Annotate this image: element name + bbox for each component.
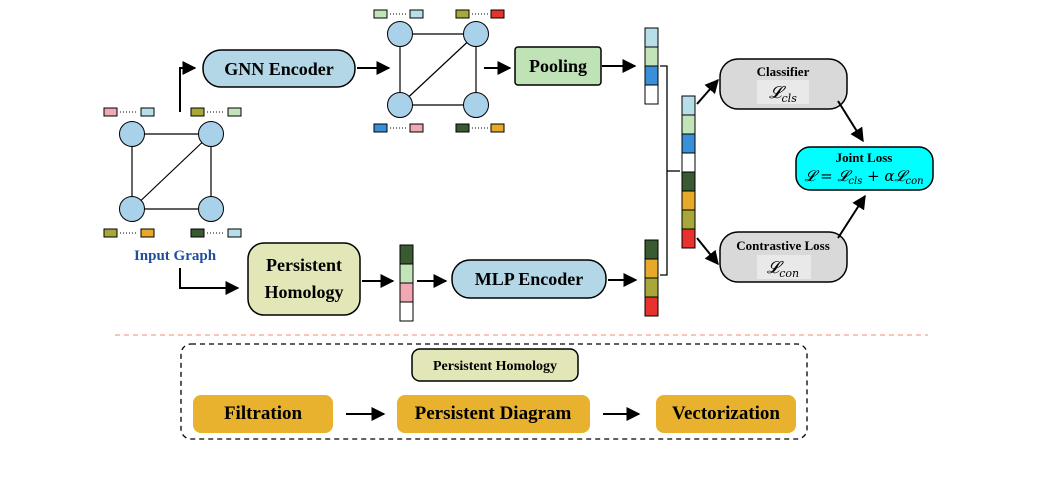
feature-chip (373, 123, 388, 133)
arrow-to-ph (179, 268, 240, 295)
graph-node (119, 121, 145, 147)
vector-cell (644, 65, 659, 86)
vector-cell (644, 277, 659, 298)
topological-vector (399, 244, 414, 322)
vector-cell (644, 84, 659, 105)
gnn-encoder-label: GNN Encoder (224, 59, 334, 79)
arrow-to-contrastive (696, 237, 719, 266)
feature-chip (490, 9, 505, 19)
mlp-encoder-box (451, 259, 607, 299)
graph-node (387, 21, 413, 47)
graph-node (387, 92, 413, 118)
input-graph: Input Graph (103, 107, 242, 264)
vector-cell (681, 171, 696, 192)
vector-cell (681, 209, 696, 230)
vector-cell (399, 301, 414, 322)
graph-node (198, 196, 224, 222)
arrow-to-gnn (179, 61, 197, 112)
feature-chip (190, 228, 205, 238)
vector-cell (399, 263, 414, 284)
feature-chip (373, 9, 388, 19)
arrow-to-classifier (696, 78, 719, 105)
graph-edge (131, 133, 212, 210)
vector-cell (644, 239, 659, 260)
vector-cell (681, 190, 696, 211)
graph-node (463, 92, 489, 118)
persistent-diagram-box (397, 395, 590, 433)
vector-cell (681, 114, 696, 135)
arrow-classifier-to-joint (837, 100, 864, 143)
embedded-graph (373, 9, 505, 133)
classifier-loss-bg (757, 80, 809, 104)
feature-chip (190, 107, 205, 117)
graph-node (463, 21, 489, 47)
contrastive-loss-title: Contrastive Loss (736, 238, 830, 253)
feature-chip (140, 228, 155, 238)
concatenated-vector (681, 95, 696, 249)
vector-cell (681, 228, 696, 249)
arrow-contrastive-to-joint (837, 194, 866, 239)
joint-loss-box (795, 146, 934, 191)
vector-cell (644, 46, 659, 67)
persistent-homology-line1: Persistent (266, 255, 342, 275)
pooling-label: Pooling (529, 56, 587, 76)
feature-chip (455, 123, 470, 133)
persistent-homology-line2: Homology (265, 282, 344, 302)
mlp-encoder-label: MLP Encoder (475, 269, 584, 289)
feature-chip (227, 107, 242, 117)
graph-node (198, 121, 224, 147)
joint-loss-formula: 𝓛 = 𝓛cls + α𝓛con (804, 167, 923, 187)
vector-cell (644, 258, 659, 279)
feature-chip (490, 123, 505, 133)
pooling-box (514, 46, 602, 86)
graph-node (119, 196, 145, 222)
joint-loss-title: Joint Loss (836, 150, 893, 165)
vector-cell (399, 244, 414, 265)
feature-chip (140, 107, 155, 117)
contrastive-loss-formula: 𝓛con (767, 258, 799, 280)
gnn-encoder-box (202, 49, 356, 88)
vector-cell (681, 133, 696, 154)
filtration-box (193, 395, 333, 433)
persistent-diagram-label: Persistent Diagram (415, 403, 572, 424)
vectorization-label: Vectorization (672, 403, 780, 424)
vector-cell (644, 27, 659, 48)
vector-cell (681, 152, 696, 173)
graph-edge (399, 33, 477, 106)
ph-legend-header-box (411, 348, 579, 382)
feature-chip (103, 228, 118, 238)
feature-chip (227, 228, 242, 238)
graph-embedding-vector (644, 27, 659, 105)
ph-legend-header: Persistent Homology (433, 359, 557, 374)
feature-chip (455, 9, 470, 19)
persistent-homology-box (247, 242, 361, 316)
ph-legend-frame (180, 343, 808, 440)
classifier-title: Classifier (757, 64, 810, 79)
feature-chip (103, 107, 118, 117)
filtration-label: Filtration (224, 403, 303, 424)
topological-embedding-vector (644, 239, 659, 317)
contrastive-loss-bg (757, 255, 811, 279)
vectorization-box (656, 395, 796, 433)
vector-cell (644, 296, 659, 317)
vector-cell (399, 282, 414, 303)
input-graph-label: Input Graph (134, 248, 217, 264)
feature-chip (409, 123, 424, 133)
vector-cell (681, 95, 696, 116)
feature-chip (409, 9, 424, 19)
concat-bracket (660, 65, 668, 276)
